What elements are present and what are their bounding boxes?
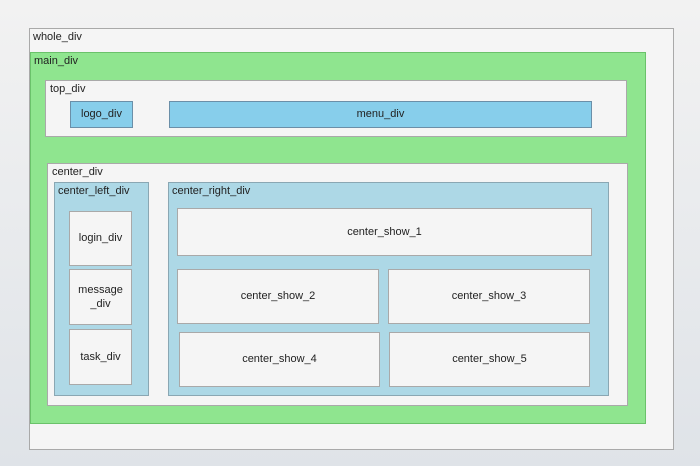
top-div-label: top_div xyxy=(50,83,86,95)
login-div-label: login_div xyxy=(78,232,123,245)
whole-div-label: whole_div xyxy=(33,31,82,43)
center-div-label: center_div xyxy=(52,166,103,178)
message-div: message _div xyxy=(69,269,132,325)
center-show-4: center_show_4 xyxy=(179,332,380,387)
center-show-1-label: center_show_1 xyxy=(347,225,422,238)
center-show-2: center_show_2 xyxy=(177,269,379,324)
center-show-1: center_show_1 xyxy=(177,208,592,256)
menu-div-label: menu_div xyxy=(356,108,405,121)
center-show-3: center_show_3 xyxy=(388,269,590,324)
main-div-label: main_div xyxy=(34,55,79,67)
center-show-4-label: center_show_4 xyxy=(242,353,317,366)
logo-div-label: logo_div xyxy=(81,108,122,121)
center-show-3-label: center_show_3 xyxy=(451,290,527,303)
task-div-label: task_div xyxy=(80,350,121,363)
menu-div: menu_div xyxy=(169,101,592,128)
center-left-div-label: center_left_div xyxy=(58,185,130,197)
logo-div: logo_div xyxy=(70,101,133,128)
login-div: login_div xyxy=(69,211,132,266)
center-right-div-label: center_right_div xyxy=(172,185,251,197)
task-div: task_div xyxy=(69,329,132,385)
center-show-2-label: center_show_2 xyxy=(240,290,316,303)
center-show-5-label: center_show_5 xyxy=(452,353,527,366)
center-show-5: center_show_5 xyxy=(389,332,590,387)
message-div-label: message _div xyxy=(78,283,123,310)
